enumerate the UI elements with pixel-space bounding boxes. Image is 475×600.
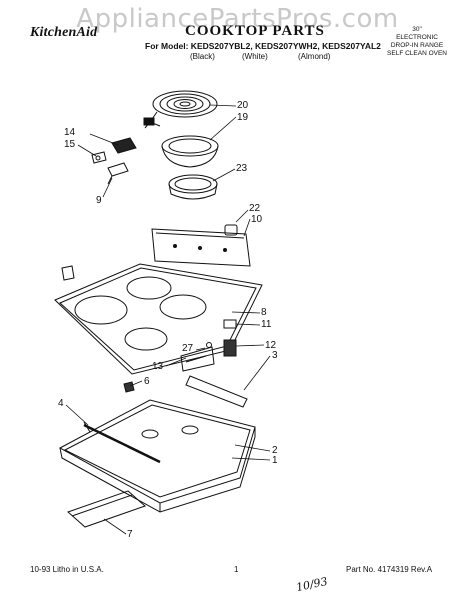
surface-element-coil (143, 90, 218, 129)
trim-ring (168, 174, 218, 200)
callout-7: 7 (127, 529, 133, 540)
callout-9: 9 (96, 195, 102, 206)
leader-lines (65, 104, 271, 535)
callout-23: 23 (236, 163, 248, 174)
callout-13: 13 (152, 361, 164, 372)
hinge-assembly (180, 319, 237, 372)
burner-box (58, 399, 256, 513)
callout-2: 2 (272, 445, 278, 456)
variant-almond: (Almond) (298, 52, 331, 61)
part-number: Part No. 4174319 Rev.A (346, 565, 433, 574)
description-line: SELF CLEAN OVEN (387, 50, 447, 57)
callout-11: 11 (261, 319, 272, 330)
callout-14: 14 (64, 127, 76, 138)
callout-15: 15 (64, 139, 76, 150)
control-panel-plate (151, 224, 251, 267)
watermark: AppliancePartsPros.com (76, 4, 399, 34)
receptacle-bracket (91, 137, 137, 185)
callout-12: 12 (265, 340, 277, 351)
callout-1: 1 (272, 455, 278, 466)
page-number: 1 (234, 565, 239, 574)
callout-3: 3 (272, 350, 278, 361)
print-info: 10-93 Litho in U.S.A. (30, 565, 104, 574)
callout-4: 4 (58, 398, 64, 409)
callout-8: 8 (261, 307, 267, 318)
product-description: 30" ELECTRONIC DROP-IN RANGE SELF CLEAN … (387, 26, 447, 58)
drip-bowl (161, 135, 219, 168)
description-line: DROP-IN RANGE (390, 42, 444, 49)
callout-10: 10 (251, 214, 263, 225)
page-title: COOKTOP PARTS (185, 23, 325, 39)
description-line: ELECTRONIC (396, 34, 438, 41)
callout-6: 6 (144, 376, 150, 387)
model-numbers: For Model: KEDS207YBL2, KEDS207YWH2, KED… (145, 41, 381, 51)
mounting-clip (123, 381, 135, 393)
bottom-bracket (67, 490, 146, 528)
brand-logo: KitchenAid (30, 25, 98, 40)
variant-white: (White) (242, 52, 268, 61)
callout-20: 20 (237, 100, 249, 111)
callout-22: 22 (249, 203, 261, 214)
variant-black: (Black) (190, 52, 215, 61)
side-rail (185, 375, 248, 408)
callout-19: 19 (237, 112, 249, 123)
callout-27: 27 (182, 343, 194, 354)
description-line: 30" (412, 26, 422, 33)
cooktop-top-panel (54, 263, 263, 375)
